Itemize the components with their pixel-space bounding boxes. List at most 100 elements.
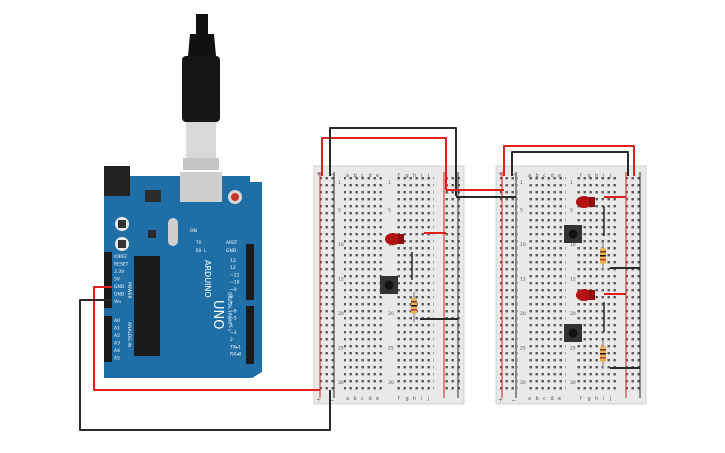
column-label: j (609, 173, 611, 179)
column-label: i (603, 173, 604, 179)
bb1-plus-bottom: + (316, 397, 321, 404)
power-header (104, 252, 112, 308)
brand-label: ARDUINO (203, 260, 212, 298)
led-2[interactable] (576, 196, 595, 208)
column-label: b (536, 173, 539, 179)
wire-bb1-ground-bridge[interactable] (329, 127, 457, 196)
crystal (168, 218, 178, 246)
column-label: e (558, 173, 561, 179)
rx-label: RX (196, 248, 202, 253)
digital-pin-label: ~5 (230, 316, 237, 322)
wire-bb2-ground-bridge[interactable] (511, 151, 629, 176)
pushbutton-1[interactable] (380, 276, 398, 294)
digital-pin-label: 12 (230, 265, 236, 271)
digital-pin-label: 8 (230, 294, 233, 300)
digital-pin-label: ~9 (230, 287, 237, 293)
pushbutton-3[interactable] (564, 324, 582, 342)
digital-pin-label: 13 (230, 258, 236, 264)
row-label: 25 (570, 346, 576, 352)
analog-pin-label: A2 (114, 333, 120, 339)
column-label: g (406, 396, 409, 402)
digital-pin-label: ~10 (230, 280, 240, 286)
row-label: 15 (570, 277, 576, 283)
resistor-3[interactable] (600, 340, 606, 368)
usb-port (180, 172, 222, 202)
digital-pin-label: ~3 (230, 330, 237, 336)
column-label: h (595, 173, 598, 179)
row-label: 15 (520, 277, 526, 283)
power-pin-label: Vin (114, 299, 121, 305)
row-label: 25 (520, 346, 526, 352)
column-label: d (551, 173, 554, 179)
column-label: g (588, 396, 591, 402)
column-label: c (543, 396, 546, 402)
pushbutton-2[interactable] (564, 225, 582, 243)
row-label: 30 (520, 380, 526, 386)
column-label: c (543, 173, 546, 179)
digital-header-low (246, 306, 254, 364)
power-pin-label: GND (114, 292, 125, 298)
row-label: 10 (338, 242, 344, 248)
column-label: i (421, 173, 422, 179)
wire-bb2-power-bridge[interactable] (503, 145, 635, 176)
row-label: 20 (388, 311, 394, 317)
column-label: f (398, 396, 400, 402)
row-label: 5 (570, 208, 573, 214)
row-label: 1 (388, 180, 391, 186)
column-label: j (427, 396, 429, 402)
led-1[interactable] (385, 233, 404, 245)
column-label: g (588, 173, 591, 179)
l-label: L (204, 248, 207, 253)
tx-label: TX (195, 240, 201, 245)
column-label: j (427, 173, 429, 179)
column-label: a (346, 396, 349, 402)
gnd-label: GND (226, 248, 237, 254)
wire-5v[interactable] (93, 286, 320, 391)
analog-header (104, 316, 112, 362)
bb1-minus-bottom: − (329, 397, 334, 404)
column-label: a (528, 396, 531, 402)
row-label: 25 (338, 346, 344, 352)
column-label: b (354, 396, 357, 402)
column-label: i (603, 396, 604, 402)
row-label: 10 (570, 242, 576, 248)
analog-pin-label: A0 (114, 318, 120, 324)
digital-pin-label: TX▸1 (229, 344, 241, 350)
column-label: h (413, 173, 416, 179)
column-label: e (376, 173, 379, 179)
column-label: g (406, 173, 409, 179)
resistor-2[interactable] (600, 242, 606, 270)
model-label: UNO (210, 300, 225, 329)
wire-bb1-power-bridge[interactable] (321, 137, 447, 190)
column-label: c (361, 396, 364, 402)
usb-cable (182, 14, 220, 170)
power-jack (104, 166, 130, 196)
on-label: ON (190, 228, 197, 234)
resistor-1[interactable] (411, 292, 417, 322)
power-pin-label: GND (114, 284, 125, 290)
row-label: 30 (388, 380, 394, 386)
column-label: i (421, 396, 422, 402)
column-label: a (528, 173, 531, 179)
digital-pin-label: ~11 (230, 272, 240, 278)
column-label: b (536, 396, 539, 402)
column-label: e (376, 396, 379, 402)
wire-gnd[interactable] (79, 299, 331, 431)
bb2-plus-bottom: + (498, 397, 503, 404)
bb1-minus-top: − (329, 171, 334, 178)
power-label: POWER (126, 282, 132, 299)
column-label: f (580, 173, 582, 179)
led-3[interactable] (576, 289, 595, 301)
digital-header-high (246, 244, 254, 300)
arduino-uno-board[interactable]: ARDUINO UNO DIGITAL (PWM ~) ANALOG IN PO… (104, 166, 262, 378)
row-label: 25 (388, 346, 394, 352)
digital-pin-label: 7 (230, 301, 233, 307)
row-label: 10 (388, 242, 394, 248)
column-label: e (558, 396, 561, 402)
